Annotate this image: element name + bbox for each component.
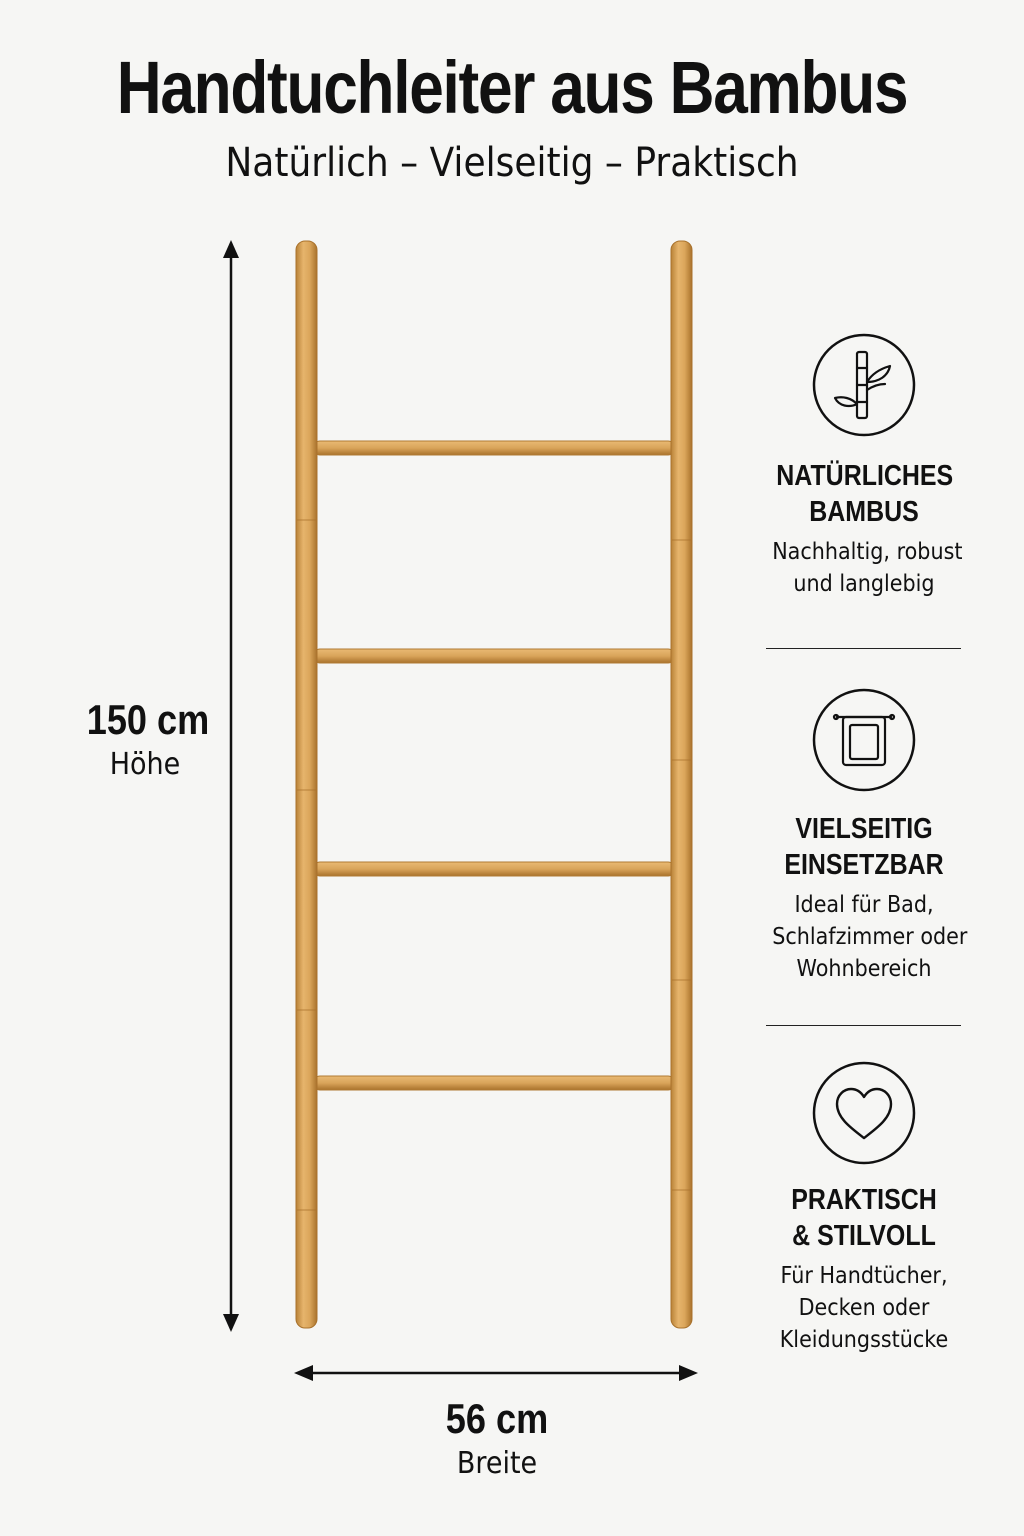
feature-desc-line: Für Handtücher, [780, 1263, 948, 1289]
page-title: Handtuchleiter aus Bambus [116, 46, 909, 129]
feature-natural-bamboo: NATÜRLICHES BAMBUS Nachhaltig, robust un… [762, 332, 966, 600]
feature-desc-line: Nachhaltig, robust [772, 539, 963, 565]
feature-title-line: NATÜRLICHES [776, 460, 954, 492]
height-arrow [223, 240, 239, 1332]
feature-divider [766, 1025, 961, 1026]
ladder-rung [313, 440, 675, 456]
feature-desc-line: Decken oder [798, 1295, 930, 1321]
feature-desc-line: Wohnbereich [796, 956, 932, 982]
width-label: Breite [456, 1446, 538, 1481]
ladder-rung [313, 861, 675, 877]
ladder-rail-right [670, 240, 693, 1329]
height-label: Höhe [109, 747, 181, 782]
ladder-rails [295, 240, 693, 1329]
page-subtitle: Natürlich – Vielseitig – Praktisch [225, 140, 799, 186]
feature-title-line: VIELSEITIG [795, 813, 933, 845]
feature-title-line: EINSETZBAR [784, 849, 944, 881]
height-value: 150 cm [86, 696, 210, 743]
towel-icon [812, 688, 916, 792]
width-value: 56 cm [445, 1395, 549, 1442]
ladder-rung [313, 1075, 675, 1091]
feature-practical: PRAKTISCH & STILVOLL Für Handtücher, Dec… [762, 1060, 966, 1356]
feature-title-line: BAMBUS [809, 496, 919, 528]
ladder-rung [313, 648, 675, 664]
bamboo-icon [812, 333, 916, 437]
feature-title-line: PRAKTISCH [791, 1184, 937, 1216]
feature-versatile: VIELSEITIG EINSETZBAR Ideal für Bad, Sch… [762, 687, 968, 985]
heart-icon [812, 1061, 916, 1165]
width-arrow [294, 1365, 698, 1381]
feature-title-line: & STILVOLL [792, 1220, 936, 1252]
feature-desc-line: Schlafzimmer oder [772, 924, 968, 950]
ladder-rungs [313, 440, 675, 1091]
feature-desc-line: und langlebig [793, 571, 935, 597]
ladder-rail-left [295, 240, 318, 1329]
feature-divider [766, 648, 961, 649]
feature-desc-line: Ideal für Bad, [794, 892, 934, 918]
feature-desc-line: Kleidungsstücke [779, 1327, 949, 1353]
